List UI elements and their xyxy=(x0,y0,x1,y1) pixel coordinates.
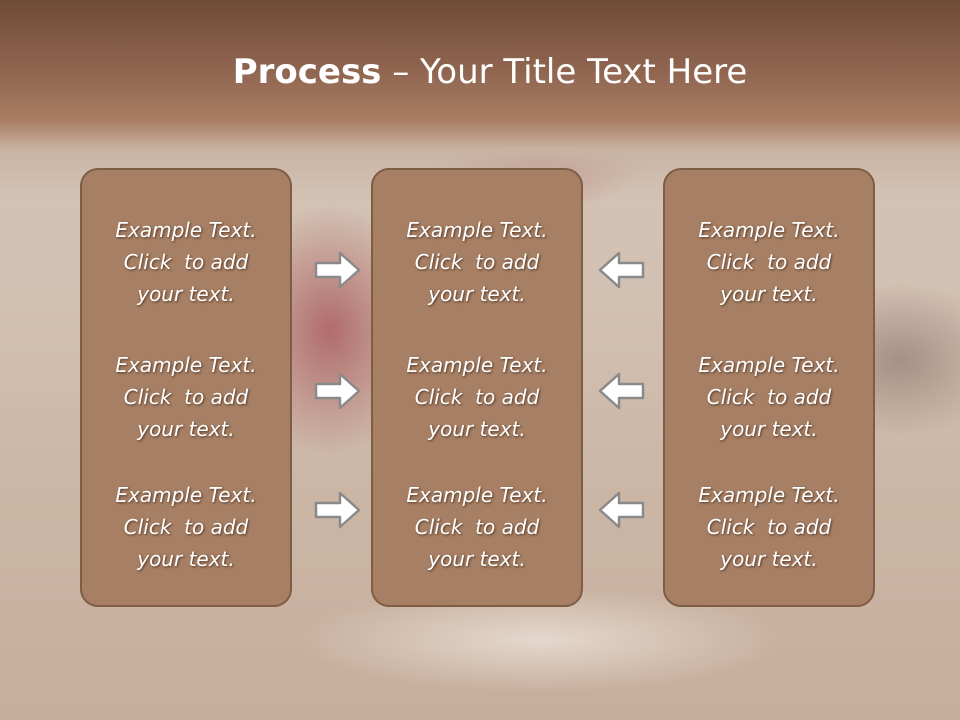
text-line: Example Text. xyxy=(698,353,840,377)
process-panel-middle[interactable]: Example Text. Click to add your text. Ex… xyxy=(371,168,583,607)
text-line: Example Text. xyxy=(698,218,840,242)
text-block[interactable]: Example Text. Click to add your text. xyxy=(373,349,581,445)
text-line: your text. xyxy=(428,547,526,571)
text-line: Click to add xyxy=(414,385,540,409)
text-block[interactable]: Example Text. Click to add your text. xyxy=(373,214,581,310)
arrow-left-icon[interactable] xyxy=(597,490,645,530)
text-line: your text. xyxy=(720,417,818,441)
text-line: your text. xyxy=(137,547,235,571)
text-line: Click to add xyxy=(123,250,249,274)
text-line: Click to add xyxy=(123,515,249,539)
text-line: Example Text. xyxy=(115,353,257,377)
text-block[interactable]: Example Text. Click to add your text. xyxy=(665,349,873,445)
text-block[interactable]: Example Text. Click to add your text. xyxy=(82,349,290,445)
text-line: Click to add xyxy=(414,250,540,274)
text-line: Click to add xyxy=(123,385,249,409)
arrow-left-icon[interactable] xyxy=(597,250,645,290)
process-panel-left[interactable]: Example Text. Click to add your text. Ex… xyxy=(80,168,292,607)
text-block[interactable]: Example Text. Click to add your text. xyxy=(665,214,873,310)
text-line: your text. xyxy=(428,417,526,441)
text-line: your text. xyxy=(720,282,818,306)
text-block[interactable]: Example Text. Click to add your text. xyxy=(665,479,873,575)
text-block[interactable]: Example Text. Click to add your text. xyxy=(82,214,290,310)
text-line: Example Text. xyxy=(115,483,257,507)
text-line: Example Text. xyxy=(406,483,548,507)
text-line: Click to add xyxy=(414,515,540,539)
process-panel-right[interactable]: Example Text. Click to add your text. Ex… xyxy=(663,168,875,607)
text-line: Example Text. xyxy=(115,218,257,242)
arrow-right-icon[interactable] xyxy=(314,250,362,290)
text-line: Click to add xyxy=(706,250,832,274)
arrow-left-icon[interactable] xyxy=(597,371,645,411)
text-block[interactable]: Example Text. Click to add your text. xyxy=(373,479,581,575)
text-line: Click to add xyxy=(706,515,832,539)
arrow-right-icon[interactable] xyxy=(314,371,362,411)
text-line: your text. xyxy=(428,282,526,306)
title-bold: Process xyxy=(232,52,382,92)
text-line: Example Text. xyxy=(698,483,840,507)
slide-title[interactable]: Process – Your Title Text Here xyxy=(0,52,960,92)
text-line: your text. xyxy=(137,282,235,306)
text-line: Example Text. xyxy=(406,353,548,377)
text-block[interactable]: Example Text. Click to add your text. xyxy=(82,479,290,575)
text-line: Click to add xyxy=(706,385,832,409)
arrow-right-icon[interactable] xyxy=(314,490,362,530)
title-rest: – Your Title Text Here xyxy=(381,52,748,92)
text-line: Example Text. xyxy=(406,218,548,242)
text-line: your text. xyxy=(137,417,235,441)
text-line: your text. xyxy=(720,547,818,571)
